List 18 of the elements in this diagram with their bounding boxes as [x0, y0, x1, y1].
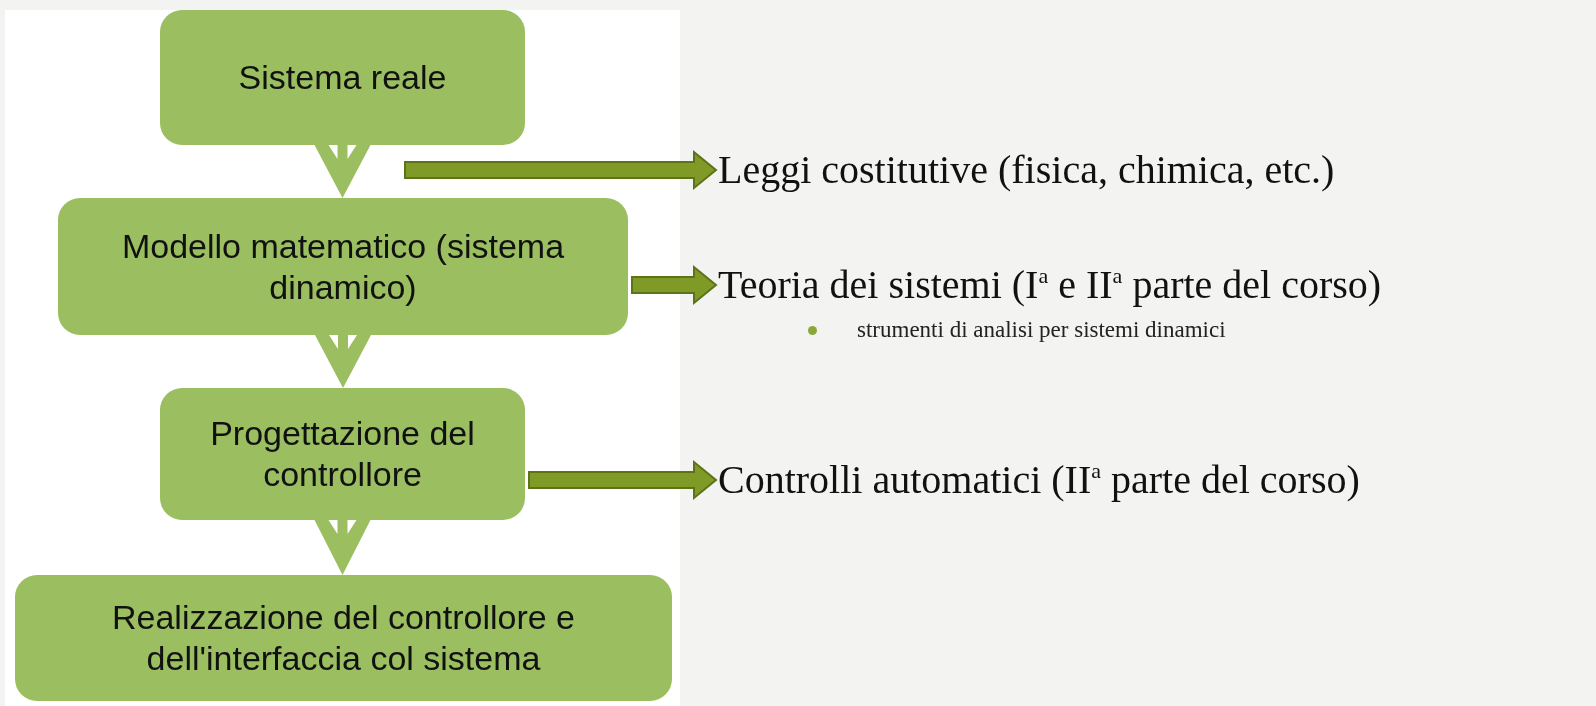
topic-text: Teoria dei sistemi (I$^{a}$ e II$^{a}$ parte del corso) [718, 261, 1382, 309]
down-arrow [315, 335, 371, 388]
bullet-text: strumenti di analisi per sistemi dinamici [857, 316, 1226, 344]
down-arrow [314, 145, 371, 198]
arrow [631, 264, 718, 306]
arrow [528, 459, 718, 501]
process-box [160, 388, 525, 520]
topic-text: Leggi costitutive (fisica, chimica, etc.) [718, 146, 1335, 194]
box-label: Realizzazione del controllore e dell'interfaccia col sistema [110, 597, 576, 679]
box-label: Progettazione del controllore [209, 413, 476, 495]
box-label: Sistema reale [238, 57, 447, 98]
arrow [404, 149, 718, 191]
process-box [160, 10, 525, 145]
process-box [15, 575, 672, 701]
box-label: Modello matematico (sistema dinamico) [120, 225, 566, 308]
topic-text: Controlli automatici (II$^{a}$ parte del corso) [718, 456, 1360, 504]
down-arrow [314, 520, 371, 575]
process-box [58, 198, 628, 335]
